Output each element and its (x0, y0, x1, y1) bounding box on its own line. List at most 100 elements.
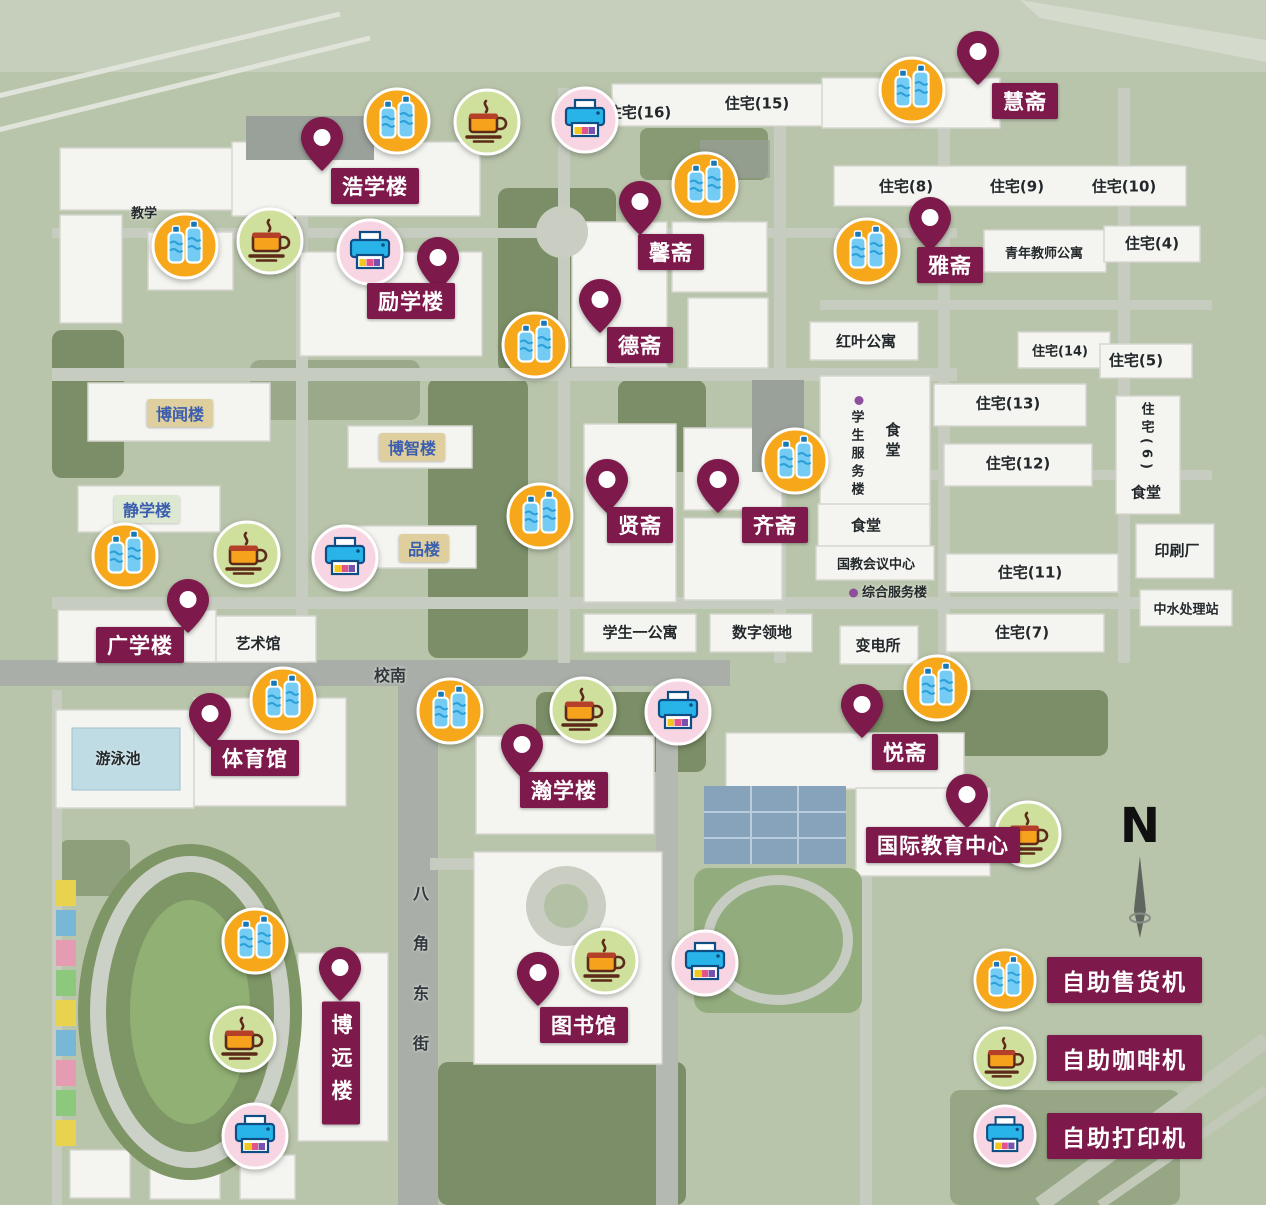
printer-machine-icon[interactable] (671, 929, 739, 997)
building-label[interactable]: 瀚学楼 (520, 772, 608, 808)
vending-machine-icon[interactable] (506, 482, 574, 550)
map-pin[interactable] (515, 950, 561, 1008)
vending-machine-icon[interactable] (91, 522, 159, 590)
building-label[interactable]: 体育馆 (211, 740, 299, 776)
printer-machine-icon (973, 1104, 1037, 1168)
printer-machine-icon[interactable] (311, 524, 379, 592)
map-pin[interactable] (955, 29, 1001, 87)
map-text-label: 住宅(9) (989, 177, 1045, 196)
map-text-label: 食堂 (850, 516, 882, 535)
coffee-machine-icon[interactable] (549, 676, 617, 744)
vending-machine-icon[interactable] (416, 677, 484, 745)
map-pin[interactable] (299, 115, 345, 173)
map-pin[interactable] (577, 277, 623, 335)
building-label[interactable]: 博远楼 (322, 1001, 360, 1125)
map-text-label: 中水处理站 (1153, 602, 1219, 618)
building-label[interactable]: 悦斋 (872, 734, 938, 770)
map-text-label: 校南 (373, 666, 407, 685)
map-pin[interactable] (839, 682, 885, 740)
building-label[interactable]: 励学楼 (367, 283, 455, 319)
building-label[interactable]: 浩学楼 (331, 168, 419, 204)
map-pin[interactable] (499, 722, 545, 780)
vending-machine-icon[interactable] (833, 217, 901, 285)
map-text-label: 青年教师公寓 (1004, 246, 1084, 262)
map-text-label: 住宅(11) (997, 563, 1063, 582)
map-pin[interactable] (695, 457, 741, 515)
map-text-label: 住宅(14) (1032, 344, 1088, 360)
building-label[interactable]: 德斋 (607, 327, 673, 363)
coffee-machine-icon[interactable] (236, 207, 304, 275)
map-text-label: 博智楼 (378, 433, 446, 461)
map-text-label: 艺术馆 (235, 634, 281, 653)
building-label[interactable]: 慧斋 (992, 83, 1058, 119)
vending-machine-icon[interactable] (761, 427, 829, 495)
coffee-machine-icon[interactable] (209, 1005, 277, 1073)
map-text-label: 住宅(16) (606, 103, 672, 122)
map-text-label: 住宅(15) (724, 94, 790, 113)
building-label[interactable]: 广学楼 (96, 627, 184, 663)
map-text-label: 住宅(8) (878, 177, 934, 196)
map-text-label: 学生一公寓 (602, 623, 678, 642)
legend-label: 自助打印机 (1047, 1113, 1202, 1159)
compass-needle-icon (1128, 856, 1151, 938)
compass: N (1120, 802, 1160, 940)
coffee-machine-icon (973, 1026, 1037, 1090)
map-text-label: 住宅(4) (1124, 234, 1180, 253)
map-text-label: 静学楼 (113, 495, 181, 523)
map-text-label: 综合服务楼 (849, 582, 927, 601)
printer-machine-icon[interactable] (644, 678, 712, 746)
map-pin[interactable] (907, 195, 953, 253)
map-text-label: 变电所 (855, 636, 901, 655)
coffee-machine-icon[interactable] (571, 927, 639, 995)
vending-machine-icon[interactable] (903, 654, 971, 722)
map-pin[interactable] (944, 772, 990, 830)
vending-machine-icon[interactable] (363, 87, 431, 155)
map-text-label: 住宅(12) (985, 454, 1051, 473)
vending-machine-icon[interactable] (221, 907, 289, 975)
map-text-label: 教学 (130, 206, 158, 222)
map-text-label: 印刷厂 (1154, 541, 1200, 560)
map-pin[interactable] (187, 691, 233, 749)
building-label[interactable]: 馨斋 (638, 234, 704, 270)
map-pin[interactable] (617, 179, 663, 237)
printer-machine-icon[interactable] (551, 86, 619, 154)
vending-machine-icon[interactable] (151, 212, 219, 280)
building-label[interactable]: 齐斋 (742, 507, 808, 543)
building-label[interactable]: 国际教育中心 (866, 827, 1020, 863)
legend-label: 自助咖啡机 (1047, 1035, 1202, 1081)
map-pin[interactable] (317, 945, 363, 1003)
building-label[interactable]: 雅斋 (917, 247, 983, 283)
map-text-label: 游泳池 (95, 749, 141, 768)
map-text-label: 住宅(13) (975, 394, 1041, 413)
building-label[interactable]: 贤斋 (607, 507, 673, 543)
map-text-label: 数字领地 (731, 623, 793, 642)
map-text-label: 住宅(10) (1091, 177, 1157, 196)
vending-machine-icon[interactable] (671, 151, 739, 219)
coffee-machine-icon[interactable] (213, 520, 281, 588)
compass-north-label: N (1119, 798, 1161, 854)
map-text-label: 食堂 (1130, 483, 1162, 502)
building-label[interactable]: 图书馆 (540, 1007, 628, 1043)
map-text-label: 博闻楼 (146, 399, 214, 427)
map-text-label: 品楼 (398, 534, 450, 562)
printer-machine-icon[interactable] (221, 1102, 289, 1170)
coffee-machine-icon[interactable] (453, 88, 521, 156)
vending-machine-icon[interactable] (501, 311, 569, 379)
map-text-label: 八角东街 (410, 885, 429, 1085)
vending-machine-icon[interactable] (878, 56, 946, 124)
legend-label: 自助售货机 (1047, 957, 1202, 1003)
map-pin[interactable] (165, 577, 211, 635)
map-pin[interactable] (584, 457, 630, 515)
map-text-label: 住宅(6) (1138, 402, 1154, 474)
map-text-label: 食堂 (883, 422, 902, 462)
map-text-label: 住宅(7) (994, 623, 1050, 642)
map-pin[interactable] (415, 235, 461, 293)
vending-machine-icon[interactable] (249, 666, 317, 734)
vending-machine-icon (973, 948, 1037, 1012)
printer-machine-icon[interactable] (336, 218, 404, 286)
